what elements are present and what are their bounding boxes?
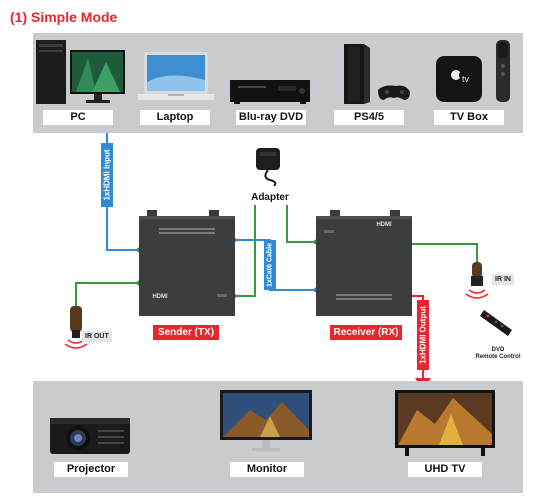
laptop-icon — [138, 52, 214, 100]
receiver-label: Receiver (RX) — [330, 325, 402, 340]
source-label-tvbox: TV Box — [434, 110, 504, 125]
hdmi-output-tag: 1xHDMI Output — [417, 300, 429, 370]
remote-label-line2: Remote Control — [475, 354, 521, 360]
source-label-ps: PS4/5 — [334, 110, 404, 125]
projector-icon — [50, 418, 130, 454]
hdmi-input-tag: 1xHDMI Input — [101, 143, 113, 207]
hdmi-output-text: 1xHDMI Output — [418, 306, 428, 364]
adapter-label: Adapter — [241, 190, 299, 205]
ir-emitter-icon — [64, 306, 88, 349]
sender-label: Sender (TX) — [153, 325, 219, 340]
source-label-laptop: Laptop — [140, 110, 210, 125]
playstation-console-icon — [344, 44, 410, 104]
page-title: (1) Simple Mode — [10, 9, 118, 25]
remote-control-icon — [480, 310, 512, 336]
remote-label-line1: DVD — [491, 347, 505, 353]
bluray-player-icon — [230, 80, 310, 104]
ir-receiver-icon — [465, 262, 489, 299]
receiver-brand: HDMI — [376, 222, 392, 228]
source-label-bluray: Blu-ray DVD — [236, 110, 306, 125]
power-adapter-icon — [256, 148, 280, 186]
ir-in-label: IR IN — [492, 274, 514, 285]
pc-icon — [36, 40, 125, 104]
hdmi-input-text: 1xHDMI Input — [102, 149, 112, 201]
sender-brand: HDMI — [152, 294, 168, 300]
receiver-device — [316, 210, 412, 316]
svg-text:tv: tv — [462, 74, 470, 84]
tv-box-icon: tv — [436, 40, 510, 102]
uhd-tv-icon — [395, 390, 495, 456]
sender-device — [139, 210, 235, 316]
display-label-monitor: Monitor — [230, 462, 304, 477]
monitor-icon — [220, 390, 312, 451]
ir-out-label: IR OUT — [82, 331, 112, 342]
cat6-cable-tag: 1xCat6 Cable — [264, 240, 276, 290]
display-label-projector: Projector — [54, 462, 128, 477]
display-label-uhd-tv: UHD TV — [408, 462, 482, 477]
cat6-cable-text: 1xCat6 Cable — [266, 243, 274, 287]
source-label-pc: PC — [43, 110, 113, 125]
